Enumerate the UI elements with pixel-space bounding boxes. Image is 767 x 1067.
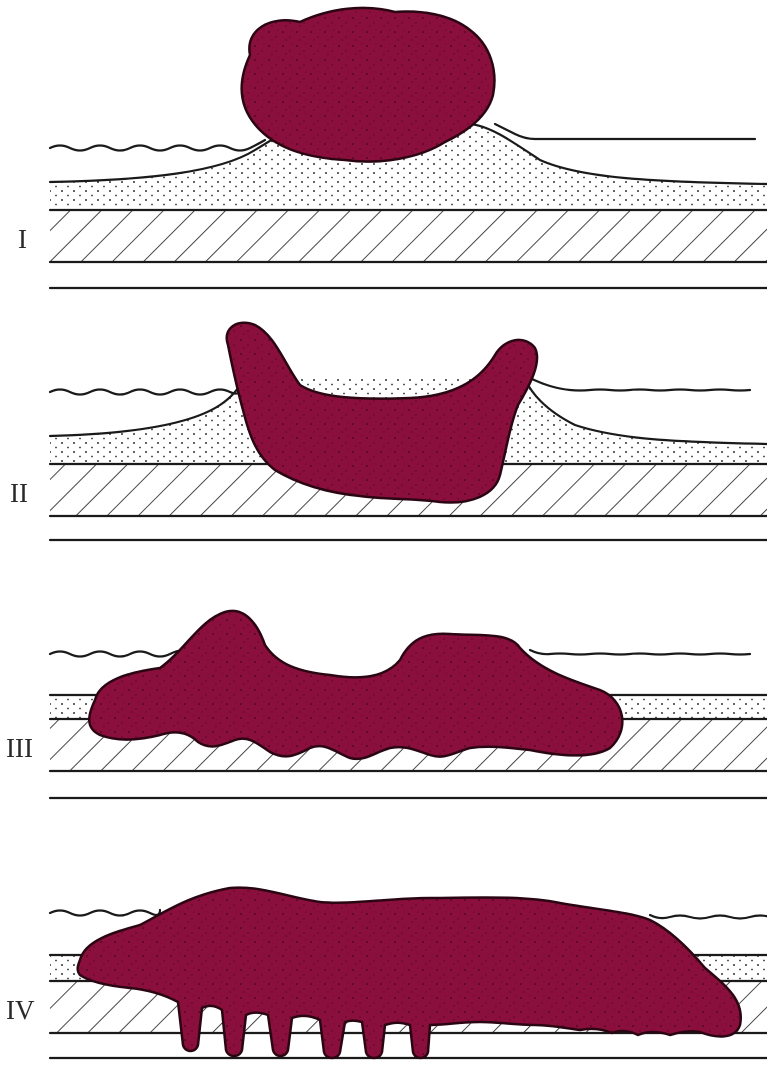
stage-3-panel: III bbox=[6, 611, 767, 798]
stage-2-mucosa-left bbox=[50, 386, 245, 395]
stage-3-label: III bbox=[6, 733, 33, 763]
stage-1-hatched-layer bbox=[50, 210, 767, 262]
stage-2-mucosa-right bbox=[530, 378, 750, 391]
stage-4-mucosa-left bbox=[50, 910, 160, 916]
stage-1-mucosa-right bbox=[495, 124, 755, 139]
stage-1-panel: I bbox=[18, 8, 767, 288]
stage-4-panel: IV bbox=[6, 888, 767, 1058]
stage-1-label: I bbox=[18, 224, 27, 254]
stage-4-mucosa-right bbox=[650, 915, 767, 919]
stage-4-label: IV bbox=[6, 995, 35, 1025]
stage-2-label: II bbox=[10, 478, 28, 508]
stage-2-panel: II bbox=[10, 323, 767, 540]
stage-3-mucosa-right bbox=[530, 650, 750, 655]
stage-1-mucosa-left bbox=[50, 140, 265, 151]
stage-3-mucosa-left bbox=[50, 650, 185, 656]
